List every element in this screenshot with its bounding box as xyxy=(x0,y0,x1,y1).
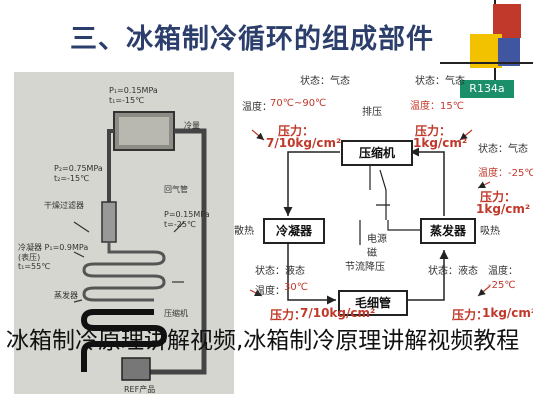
photo-label-cold: 冷量 xyxy=(184,121,200,130)
photo-label-footer: REF产品 xyxy=(124,385,156,394)
photo-label-cond2: (表压) xyxy=(18,253,41,262)
photo-label-mid2: t=-25℃ xyxy=(164,220,196,229)
label-state-gas-top: 状态：气态 xyxy=(300,76,350,87)
label-pressure-right-value: 1kg/cm² xyxy=(413,136,468,150)
label-state-gas-right: 状态：气态 xyxy=(415,76,465,87)
cycle-arrows xyxy=(249,129,491,305)
label-pressure-bottom: 压力： xyxy=(270,308,307,322)
label-temp-right: 温度：15℃ xyxy=(410,101,464,112)
photo-label-top2: t₁=-15℃ xyxy=(109,96,145,105)
photo-label-bottom: 蒸发器 xyxy=(54,291,78,300)
label-temp-right3-value: -25℃ xyxy=(488,280,516,291)
photo-label-cond: 冷凝器 P₁=0.9MPa xyxy=(18,243,89,252)
label-pressure-left-value: 7/10kg/cm² xyxy=(266,136,342,150)
label-pressure-bottom-value: 7/10kg/cm² xyxy=(300,306,376,320)
image-caption: 冰箱制冷原理讲解视频,冰箱制冷原理讲解视频教程 xyxy=(6,328,520,354)
decor-blue-block xyxy=(498,38,520,66)
label-exhaust: 排压 xyxy=(362,107,382,118)
label-state-gas-right2: 状态：气态 xyxy=(478,144,528,155)
evaporator-box: 蒸发器 xyxy=(420,218,476,244)
label-throttle: 节流降压 xyxy=(345,262,385,273)
label-heat-release: 散热 xyxy=(234,226,254,237)
decor-red-block xyxy=(493,4,521,38)
photo-label-bottom2: 压缩机 xyxy=(164,309,188,318)
fridge-schematic-photo: P₁=0.15MPa t₁=-15℃ 冷量 P₂=0.75MPa t₂=-15℃… xyxy=(14,72,234,394)
label-state-liquid-left: 状态：液态 xyxy=(255,266,305,277)
photo-label-left1: P₂=0.75MPa xyxy=(54,164,103,173)
label-pressure-bottom2-value: 1kg/cm² xyxy=(482,306,533,320)
refrigerant-badge: R134a xyxy=(460,80,514,98)
photo-label-pipe: 回气管 xyxy=(164,185,188,194)
photo-label-left2: t₂=-15℃ xyxy=(54,174,90,183)
photo-label-dryer: 干燥过滤器 xyxy=(44,201,84,210)
label-temp-left: 温度： xyxy=(255,286,285,297)
capillary-box: 毛细管 xyxy=(338,290,408,316)
photo-label-cond3: t₁=55℃ xyxy=(18,262,51,271)
page-title: 三、冰箱制冷循环的组成部件 xyxy=(70,24,434,55)
photo-label-mid1: P=0.15MPa xyxy=(164,210,210,219)
label-pressure-right: 压力： xyxy=(415,124,452,138)
label-pressure-bottom2: 压力： xyxy=(452,308,489,322)
condenser-box: 冷凝器 xyxy=(263,218,325,244)
compressor-box: 压缩机 xyxy=(341,140,413,166)
label-temp-right2: 温度：-25℃ xyxy=(478,168,533,179)
label-temp-top-value: 70℃~90℃ xyxy=(270,98,327,109)
decor-line-horizontal xyxy=(440,62,533,64)
label-temp-top: 温度： xyxy=(242,102,272,113)
label-temp-left-value: 30℃ xyxy=(284,282,308,293)
photo-label-top1: P₁=0.15MPa xyxy=(109,86,158,95)
label-electric2: 磁 xyxy=(367,248,377,259)
label-pressure-right2: 压力： xyxy=(480,190,517,204)
label-pressure-left: 压力： xyxy=(278,124,315,138)
label-heat-absorb: 吸热 xyxy=(480,226,500,237)
label-temp-right3: 温度： xyxy=(488,266,518,277)
label-state-liquid-right: 状态：液态 xyxy=(428,266,478,277)
label-electric: 电源 xyxy=(367,234,387,245)
label-pressure-right2-value: 1kg/cm² xyxy=(476,202,531,216)
schematic-drawing xyxy=(14,72,234,394)
